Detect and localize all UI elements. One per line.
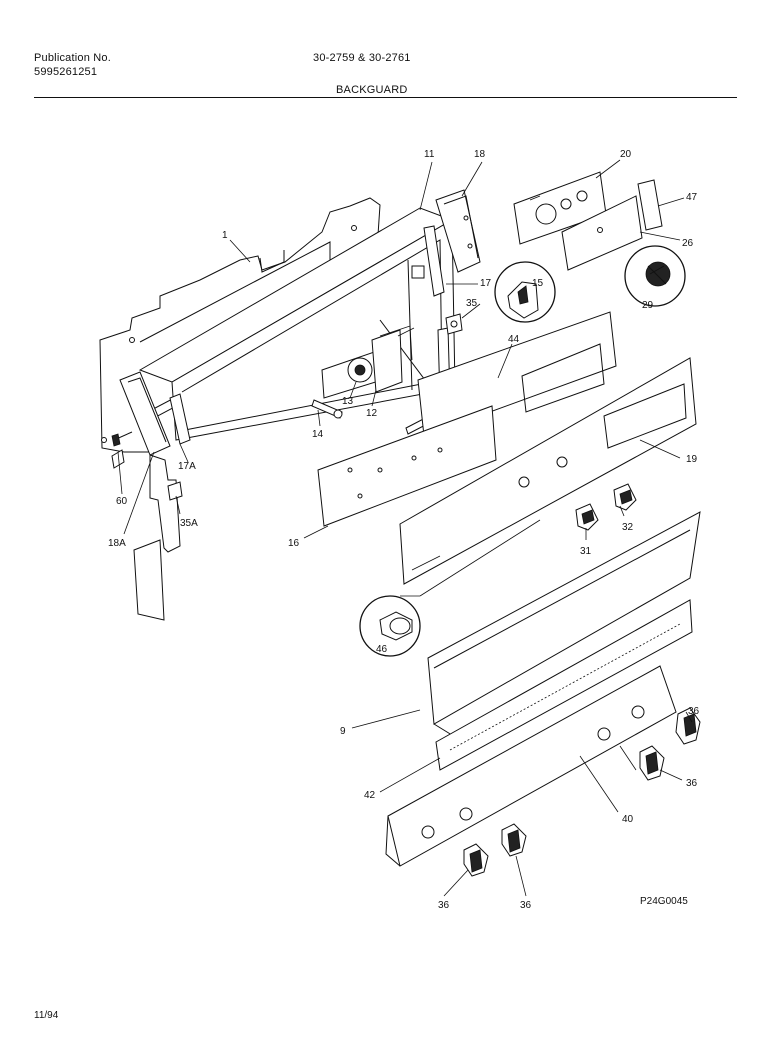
callout-32: 32 (622, 522, 634, 533)
knob-part-32 (613, 483, 637, 511)
callout-14: 14 (312, 429, 324, 440)
grommet-part-35 (445, 313, 463, 335)
screw-part-60 (111, 431, 133, 447)
callout-29: 29 (642, 300, 654, 311)
end-bracket-part-18a (119, 371, 191, 456)
callout-35: 35 (466, 298, 478, 309)
clock-switch-part-12 (321, 325, 451, 401)
vent-grille-part-42 (435, 599, 693, 771)
callout-36-a: 36 (688, 706, 700, 717)
callout-26: 26 (682, 238, 694, 249)
callout-36-d: 36 (520, 900, 532, 911)
callout-40: 40 (622, 814, 634, 825)
membrane-part-26 (561, 195, 643, 271)
insulation-part-35a (133, 454, 183, 621)
callout-35a: 35A (180, 518, 198, 529)
overlay-part-47 (637, 179, 663, 231)
burner-knob-part-36 (501, 823, 527, 857)
callout-18a: 18A (108, 538, 126, 549)
callout-13: 13 (342, 396, 354, 407)
callout-44: 44 (508, 334, 520, 345)
probe-part-14 (311, 399, 343, 419)
header-rule (34, 97, 737, 98)
callout-60: 60 (116, 496, 128, 507)
detail-inset-part-15 (494, 261, 556, 323)
publication-number: 5995261251 (34, 66, 98, 78)
switch-panel-part-16 (317, 405, 497, 527)
callout-18: 18 (474, 149, 486, 160)
callout-20: 20 (620, 149, 632, 160)
lower-panel-part-40 (385, 665, 677, 867)
callout-15: 15 (532, 278, 544, 289)
callout-12: 12 (366, 408, 378, 419)
model-numbers: 30-2759 & 30-2761 (313, 52, 411, 64)
burner-knob-part-36 (675, 707, 701, 745)
callout-17: 17 (480, 278, 492, 289)
callout-42: 42 (364, 790, 376, 801)
revision-date: 11/94 (34, 1010, 59, 1021)
callout-1: 1 (222, 230, 228, 241)
callout-19: 19 (686, 454, 698, 465)
control-board-part-20 (513, 171, 607, 245)
callout-36-b: 36 (686, 778, 698, 789)
leader-lines (117, 159, 693, 897)
callout-31: 31 (580, 546, 592, 557)
callout-47: 47 (686, 192, 698, 203)
callout-16: 16 (288, 538, 300, 549)
knob-inset-part-46 (359, 595, 421, 657)
callout-36-c: 36 (438, 900, 450, 911)
callout-46: 46 (376, 644, 388, 655)
publication-label: Publication No. (34, 52, 111, 64)
burner-knob-part-36 (639, 745, 665, 781)
section-title: BACKGUARD (336, 84, 408, 96)
callout-11: 11 (424, 149, 435, 160)
front-trim-part-9 (427, 511, 701, 741)
callout-9: 9 (340, 726, 346, 737)
callout-labels: 1 11 18 20 47 17 15 26 35 29 44 13 12 14… (108, 149, 700, 911)
drawing-code: P24G0045 (640, 896, 688, 907)
burner-knob-part-36 (463, 843, 489, 877)
knob-part-31 (575, 503, 599, 531)
knob-inset-part-29 (624, 245, 686, 307)
callout-17a: 17A (178, 461, 196, 472)
control-panel-part-19 (399, 311, 697, 585)
end-bracket-part-18 (423, 189, 481, 297)
